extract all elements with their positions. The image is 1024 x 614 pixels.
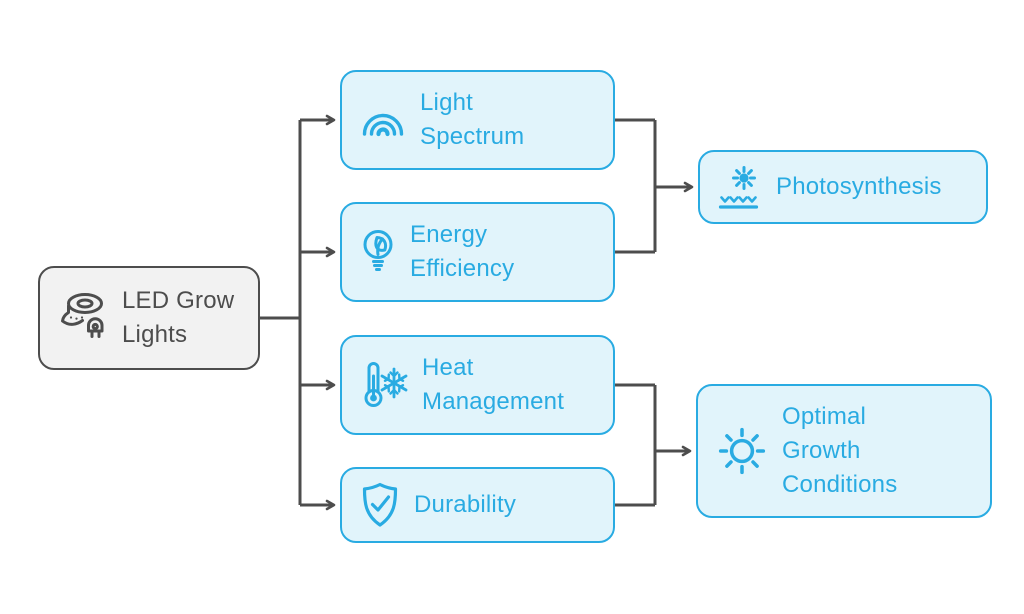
bulb-leaf-icon xyxy=(360,229,396,275)
node-label: Heat Management xyxy=(422,354,565,415)
node-energy-efficiency: Energy Efficiency xyxy=(340,202,615,302)
node-label: Photosynthesis xyxy=(776,173,942,200)
node-label: Optimal Growth Conditions xyxy=(782,403,898,498)
shield-check-icon xyxy=(360,481,400,529)
thermometer-snowflake-icon xyxy=(360,360,408,410)
node-label: Durability xyxy=(414,491,517,518)
sun-sprout-icon xyxy=(718,164,762,210)
node-photosynthesis: Photosynthesis xyxy=(698,150,988,224)
node-label: LED Grow Lights xyxy=(122,287,235,348)
node-label: Energy Efficiency xyxy=(410,221,515,282)
node-led-grow-lights: LED Grow Lights xyxy=(38,266,260,370)
light-spectrum-icon xyxy=(360,102,406,138)
node-durability: Durability xyxy=(340,467,615,543)
node-light-spectrum: Light Spectrum xyxy=(340,70,615,170)
node-heat-management: Heat Management xyxy=(340,335,615,435)
sun-icon xyxy=(716,425,768,477)
led-strip-icon xyxy=(58,290,108,346)
node-label: Light Spectrum xyxy=(420,89,525,150)
node-optimal-growth-conditions: Optimal Growth Conditions xyxy=(696,384,992,518)
